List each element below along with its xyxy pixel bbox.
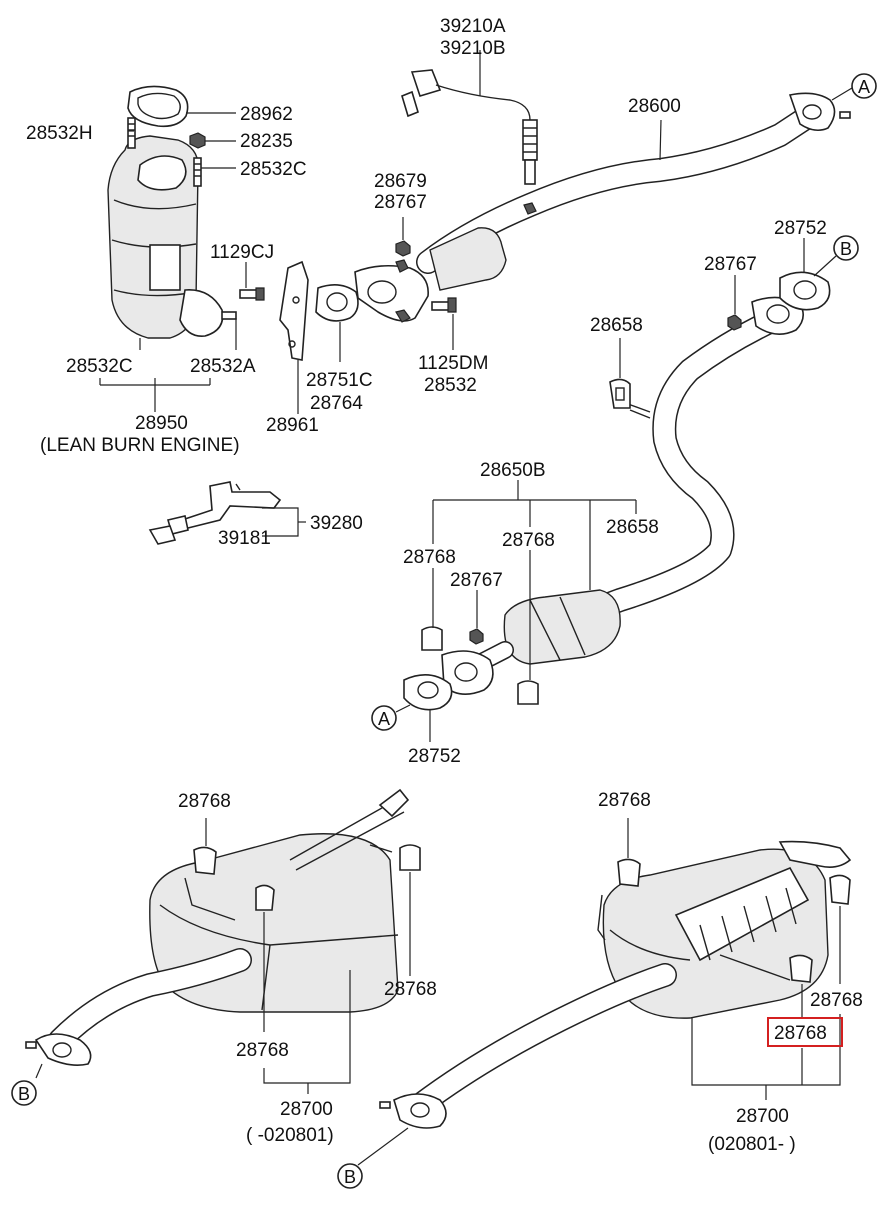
nut-28235: [189, 132, 206, 149]
stud-28532h: [127, 117, 136, 149]
label-28962: 28962: [240, 104, 293, 125]
front-pipe-28600: [354, 92, 851, 323]
marker-b-top: B: [813, 235, 859, 277]
svg-text:B: B: [840, 239, 852, 259]
marker-a-bot: A: [371, 704, 411, 731]
label-28950: 28950: [135, 413, 188, 434]
label-28700-left: 28700: [280, 1099, 333, 1120]
label-28235: 28235: [240, 131, 293, 152]
center-pipe-28650b: [441, 296, 804, 695]
highlight-box: [767, 1017, 843, 1047]
hanger-28768-a: [421, 626, 443, 651]
svg-text:A: A: [858, 77, 870, 97]
label-39210a: 39210A: [440, 16, 506, 37]
gasket-28752-top: [779, 271, 831, 311]
label-28768-left-bot: 28768: [236, 1040, 289, 1061]
label-28532a: 28532A: [190, 356, 256, 377]
gasket-28751c: [315, 284, 359, 322]
label-28600: 28600: [628, 96, 681, 117]
label-28768-left-top: 28768: [178, 791, 231, 812]
stud-28532c: [193, 157, 202, 187]
hanger-28658-top: [609, 378, 631, 409]
gasket-28962: [127, 85, 189, 128]
label-28768-b: 28768: [502, 530, 555, 551]
hanger-28768-right-highlight: [789, 954, 813, 983]
label-1125dm: 1125DM: [418, 353, 488, 374]
label-28752-bot: 28752: [408, 746, 461, 767]
label-28764: 28764: [310, 393, 363, 414]
label-28700-left-range: ( -020801): [246, 1125, 334, 1146]
hanger-28768-left-right: [399, 844, 421, 871]
hanger-28768-left-mid: [255, 884, 275, 911]
gasket-28752-bot: [403, 674, 453, 711]
svg-text:B: B: [18, 1084, 30, 1104]
muffler-28700-left: [25, 788, 410, 1066]
label-28768-highlight[interactable]: 28768: [774, 1023, 827, 1044]
marker-a-top: A: [831, 73, 877, 101]
label-28768-left-right: 28768: [384, 979, 437, 1000]
label-28650b: 28650B: [480, 460, 546, 481]
label-28700-right-range: (020801- ): [708, 1134, 796, 1155]
label-28768-a: 28768: [403, 547, 456, 568]
hanger-28768-right-top: [617, 858, 641, 887]
label-28700-right: 28700: [736, 1106, 789, 1127]
label-28752-top: 28752: [774, 218, 827, 239]
label-39181: 39181: [218, 528, 271, 549]
label-28767-c: 28767: [450, 570, 503, 591]
hanger-28768-left-top: [193, 846, 217, 875]
label-28532h: 28532H: [26, 123, 93, 144]
nut-28767-b: [727, 314, 742, 331]
nut-28679: [395, 240, 411, 257]
marker-b-right: B: [337, 1127, 409, 1189]
label-28532: 28532: [424, 375, 477, 396]
label-28767-a: 28767: [374, 192, 427, 213]
label-1129cj: 1129CJ: [210, 242, 274, 263]
label-28768-right-side: 28768: [810, 990, 863, 1011]
label-28767-b: 28767: [704, 254, 757, 275]
label-28532c-bot: 28532C: [66, 356, 133, 377]
muffler-28700-right: [379, 840, 852, 1129]
svg-text:A: A: [378, 709, 390, 729]
label-28658-top: 28658: [590, 315, 643, 336]
bracket-28961: [279, 260, 309, 361]
hanger-28768-right-side: [829, 874, 851, 905]
marker-b-left: B: [11, 1063, 43, 1106]
label-28679: 28679: [374, 171, 427, 192]
oxygen-sensor-39210: [401, 69, 538, 185]
stud-28532a: [221, 311, 237, 320]
bolt-1125dm: [431, 297, 457, 313]
bracket-39280: [148, 481, 282, 545]
label-28532c-top: 28532C: [240, 159, 307, 180]
label-39280: 39280: [310, 513, 363, 534]
bolt-1129cj: [239, 287, 265, 301]
label-28751c: 28751C: [306, 370, 373, 391]
label-28658-mid: 28658: [606, 517, 659, 538]
nut-28767-c: [469, 628, 484, 645]
label-28961: 28961: [266, 415, 319, 436]
hanger-28768-b: [517, 680, 539, 705]
label-28768-right-top: 28768: [598, 790, 651, 811]
catalytic-converter-28950: [107, 85, 237, 339]
svg-text:B: B: [344, 1167, 356, 1187]
label-39210b: 39210B: [440, 38, 506, 59]
label-lean-burn: (LEAN BURN ENGINE): [40, 435, 240, 456]
